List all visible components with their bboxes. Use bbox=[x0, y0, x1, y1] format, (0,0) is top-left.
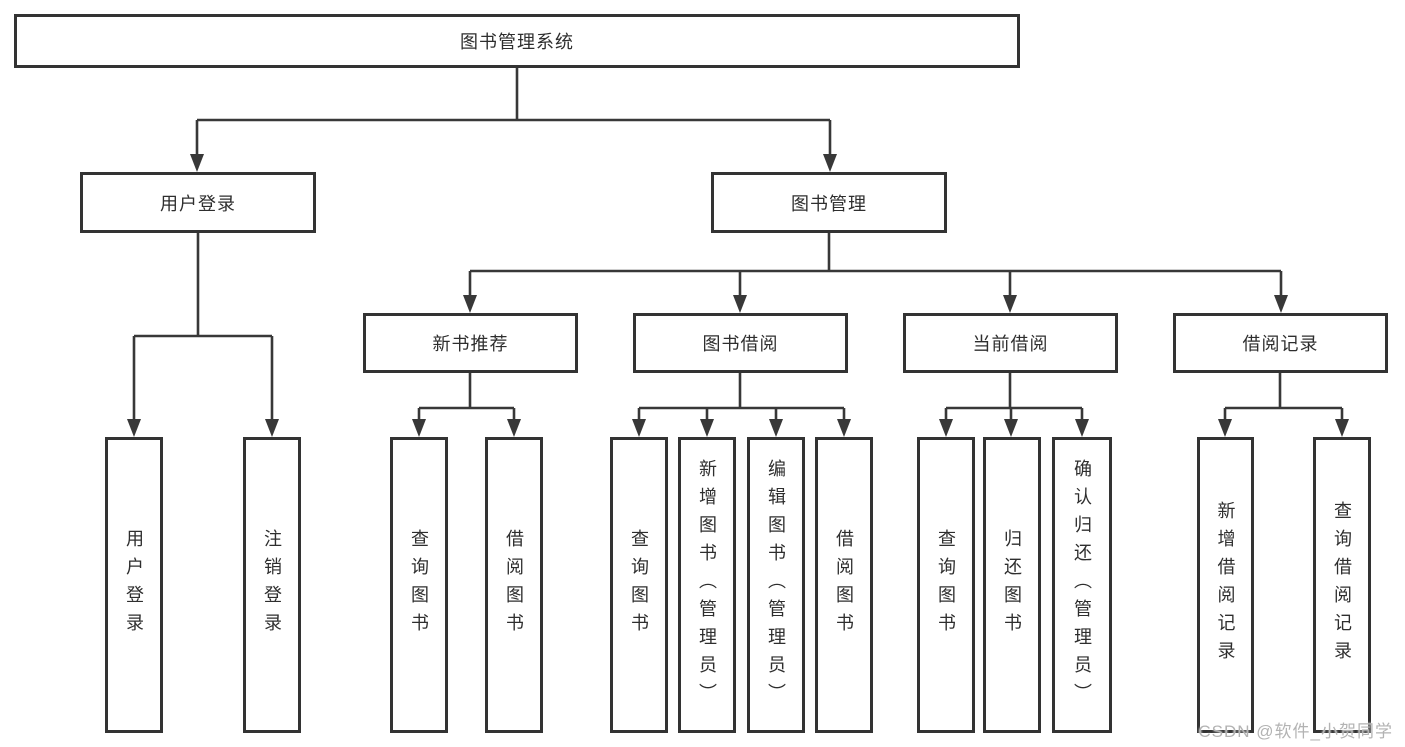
node-label: 确认归还（管理员） bbox=[1072, 459, 1092, 711]
node-leaf-borrow-book-2: 借阅图书 bbox=[815, 437, 873, 733]
node-leaf-edit-book-admin: 编辑图书（管理员） bbox=[747, 437, 805, 733]
node-user-login-branch: 用户登录 bbox=[80, 172, 316, 233]
node-leaf-user-login: 用户登录 bbox=[105, 437, 163, 733]
node-label: 借阅图书 bbox=[834, 529, 854, 641]
node-leaf-borrow-book-1: 借阅图书 bbox=[485, 437, 543, 733]
node-leaf-query-book-3: 查询图书 bbox=[917, 437, 975, 733]
node-label: 借阅图书 bbox=[504, 529, 524, 641]
node-leaf-query-book-2: 查询图书 bbox=[610, 437, 668, 733]
node-library-system: 图书管理系统 bbox=[14, 14, 1020, 68]
node-label: 图书管理系统 bbox=[460, 32, 574, 52]
node-leaf-logout: 注销登录 bbox=[243, 437, 301, 733]
node-label: 编辑图书（管理员） bbox=[766, 459, 786, 711]
node-label: 查询借阅记录 bbox=[1332, 501, 1352, 669]
node-label: 注销登录 bbox=[262, 529, 282, 641]
node-leaf-query-book-1: 查询图书 bbox=[390, 437, 448, 733]
node-label: 归还图书 bbox=[1002, 529, 1022, 641]
node-label: 用户登录 bbox=[160, 193, 236, 214]
node-label: 当前借阅 bbox=[972, 334, 1049, 354]
node-label: 图书借阅 bbox=[702, 334, 779, 354]
node-leaf-add-book-admin: 新增图书（管理员） bbox=[678, 437, 736, 733]
node-label: 查询图书 bbox=[409, 529, 429, 641]
arrowheads bbox=[127, 154, 1349, 437]
node-current-borrow: 当前借阅 bbox=[903, 313, 1118, 373]
node-label: 查询图书 bbox=[629, 529, 649, 641]
node-label: 查询图书 bbox=[936, 529, 956, 641]
node-label: 借阅记录 bbox=[1242, 334, 1319, 354]
csdn-watermark: CSDN @软件_小贺同学 bbox=[1198, 722, 1393, 741]
node-leaf-add-borrow-record: 新增借阅记录 bbox=[1197, 437, 1254, 733]
node-leaf-query-borrow-record: 查询借阅记录 bbox=[1313, 437, 1371, 733]
node-label: 用户登录 bbox=[124, 529, 144, 641]
node-borrow-records: 借阅记录 bbox=[1173, 313, 1388, 373]
node-leaf-return-book: 归还图书 bbox=[983, 437, 1041, 733]
node-label: 图书管理 bbox=[791, 193, 867, 214]
node-book-borrow: 图书借阅 bbox=[633, 313, 848, 373]
node-label: 新增借阅记录 bbox=[1215, 501, 1236, 669]
node-leaf-confirm-return-admin: 确认归还（管理员） bbox=[1052, 437, 1112, 733]
node-label: 新增图书（管理员） bbox=[697, 459, 717, 711]
node-new-book-recommend: 新书推荐 bbox=[363, 313, 578, 373]
node-book-management-branch: 图书管理 bbox=[711, 172, 947, 233]
node-label: 新书推荐 bbox=[432, 334, 509, 354]
